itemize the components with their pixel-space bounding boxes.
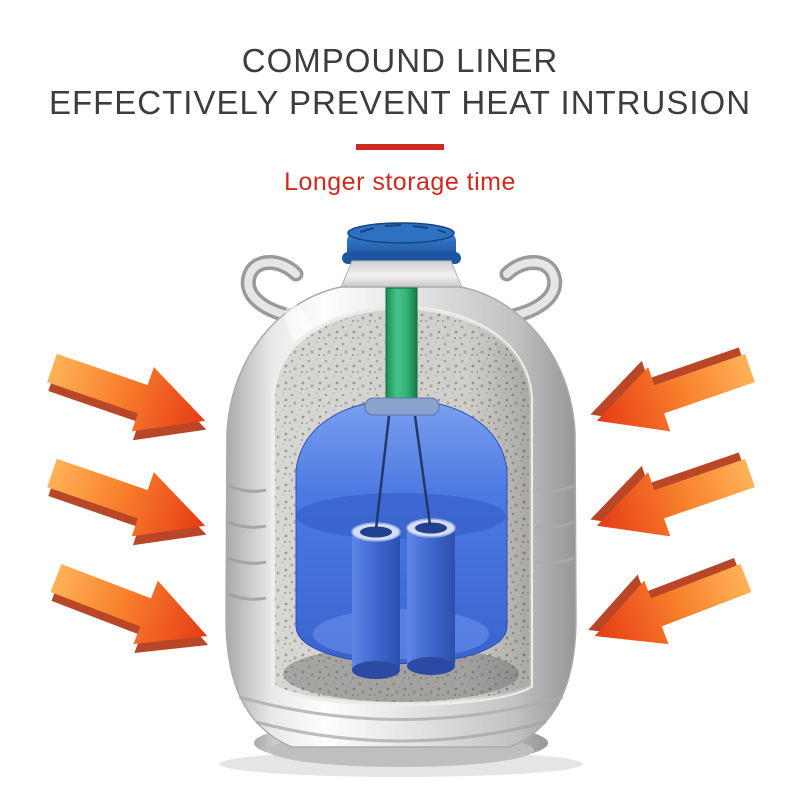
heat-arrows-right (575, 328, 762, 670)
tank-cap (342, 222, 461, 264)
body-ribs (227, 484, 575, 601)
inner-liner-cavity (295, 399, 508, 664)
liquid-surface (296, 493, 506, 539)
header: COMPOUND LINER EFFECTIVELY PREVENT HEAT … (0, 40, 800, 197)
heat-arrow-icon (575, 538, 759, 670)
heat-arrows-left (38, 335, 224, 677)
tank-neck (339, 260, 464, 291)
heat-arrow-icon (579, 328, 762, 455)
title-line-1: COMPOUND LINER (241, 42, 559, 79)
heat-arrow-icon (579, 433, 762, 560)
canister-left (351, 522, 401, 679)
base-rings (238, 695, 564, 743)
cavity-shadow (283, 646, 519, 702)
heat-arrow-icon (40, 546, 224, 677)
canister-right (406, 518, 456, 675)
neck-tube-flange (364, 397, 440, 416)
storage-canisters (351, 415, 456, 679)
cutaway-section (271, 287, 533, 706)
canister-wires (374, 415, 432, 530)
heat-arrow-icon (38, 440, 221, 567)
subtitle: Longer storage time (284, 168, 516, 197)
title-line-2: EFFECTIVELY PREVENT HEAT INTRUSION (48, 84, 752, 122)
red-divider (356, 144, 444, 151)
cavity-bottom-highlight (313, 609, 489, 659)
heat-arrow-icon (38, 335, 221, 462)
cap-vents (359, 224, 447, 234)
tank-handles (240, 255, 563, 326)
page-title: COMPOUND LINER EFFECTIVELY PREVENT HEAT … (0, 40, 800, 124)
neck-tube (364, 287, 440, 416)
